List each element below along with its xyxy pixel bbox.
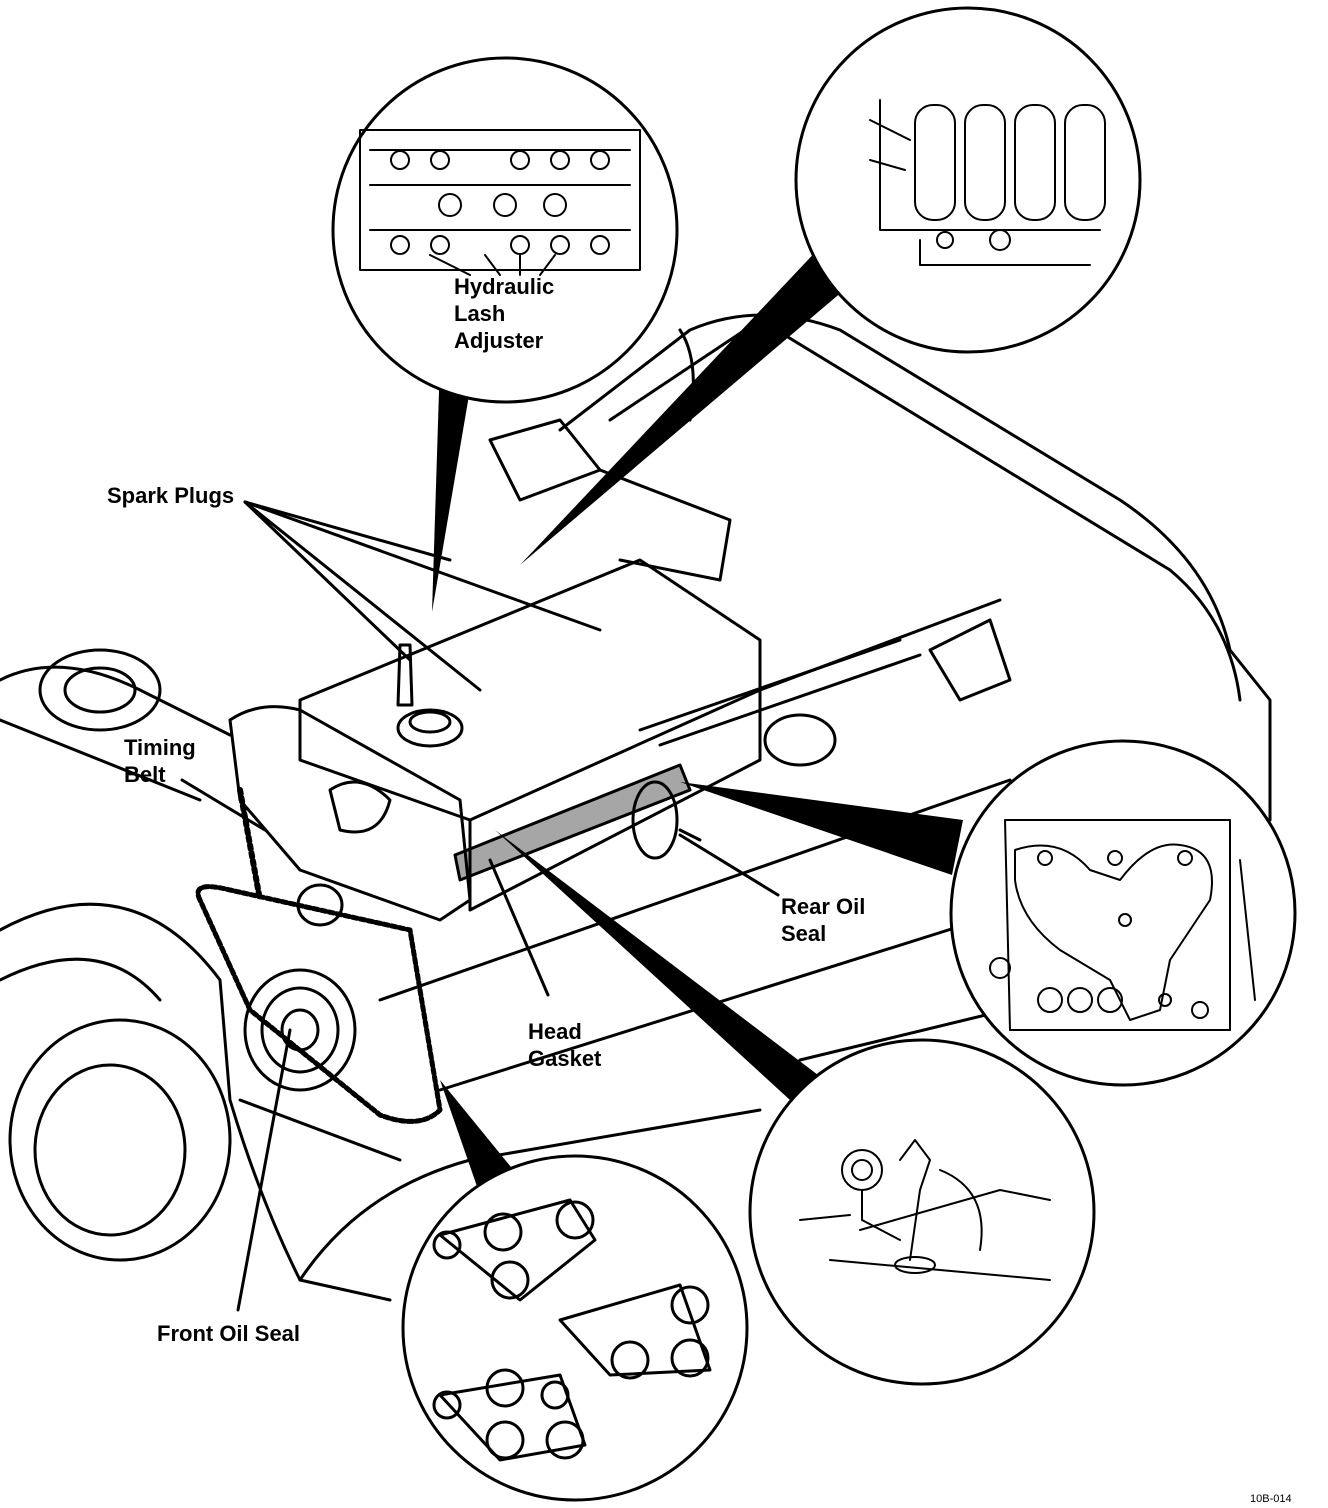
engine-block	[195, 328, 1002, 1124]
spark-plugs-label: Spark Plugs	[107, 483, 235, 508]
leader-lines	[180, 500, 780, 1312]
detail-circle-exhaust-manifold	[949, 739, 1297, 1087]
detail-circle-compression-test	[748, 1038, 1096, 1386]
head-gasket-label: Head Gasket	[528, 1019, 602, 1071]
detail-circle-lash-adjuster	[331, 56, 679, 404]
detail-circle-intake-manifold	[794, 6, 1142, 354]
front-oil-seal-label: Front Oil Seal	[157, 1321, 301, 1346]
timing-belt-label: Timing Belt	[124, 735, 196, 787]
figure-id: 10B-014	[1250, 1493, 1292, 1505]
rear-oil-seal-label: Rear Oil Seal	[781, 894, 866, 946]
hydraulic-lash-adjuster-label: Hydraulic Lash Adjuster	[454, 274, 555, 353]
detail-circle-pulley-alignment	[401, 1154, 749, 1502]
callout-pointers	[432, 245, 963, 1195]
